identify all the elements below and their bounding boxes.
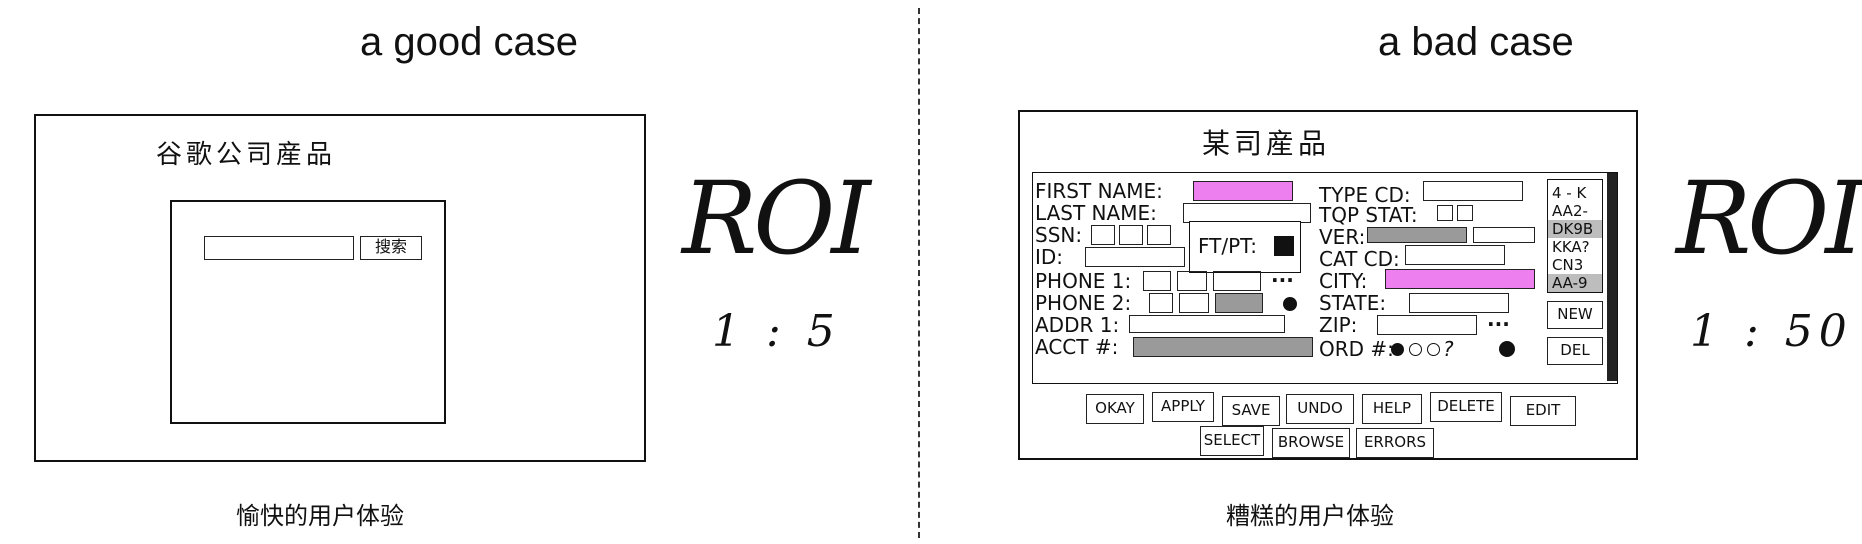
phone2-field-3[interactable] bbox=[1215, 293, 1263, 313]
phone1-field-3[interactable] bbox=[1213, 271, 1261, 291]
id-label: ID: bbox=[1035, 245, 1064, 269]
ftpt-popup: FT/PT: bbox=[1189, 221, 1301, 273]
list-item[interactable]: DK9B bbox=[1548, 220, 1602, 238]
good-app-title: 谷歌公司産品 bbox=[156, 140, 337, 170]
select-button[interactable]: SELECT bbox=[1200, 426, 1264, 456]
ord-radio-2[interactable] bbox=[1409, 343, 1422, 356]
bad-app-title: 某司産品 bbox=[1202, 127, 1331, 160]
list-item[interactable]: AA2- bbox=[1552, 202, 1588, 220]
edit-button[interactable]: EDIT bbox=[1510, 396, 1576, 426]
code-listbox[interactable]: 4 - K AA2- DK9B KKA? CN3 AA-9 bbox=[1547, 179, 1603, 293]
acct-label: ACCT #: bbox=[1035, 335, 1119, 359]
zip-field[interactable] bbox=[1377, 315, 1477, 335]
phone1-field-2[interactable] bbox=[1177, 271, 1207, 291]
id-field[interactable] bbox=[1085, 247, 1185, 267]
ver-label: VER: bbox=[1319, 225, 1366, 249]
form-panel: FIRST NAME: LAST NAME: SSN: ID: FT/PT: P… bbox=[1032, 172, 1618, 384]
bad-case-window: 某司産品 FIRST NAME: LAST NAME: SSN: ID: FT/… bbox=[1018, 110, 1638, 460]
good-roi-label: ROI bbox=[682, 160, 871, 277]
ssn-field-2[interactable] bbox=[1119, 225, 1143, 245]
search-panel: 搜索 bbox=[170, 200, 446, 424]
delete-button[interactable]: DELETE bbox=[1430, 392, 1502, 422]
search-input[interactable] bbox=[204, 236, 354, 260]
phone1-field-1[interactable] bbox=[1143, 271, 1171, 291]
zip-label: ZIP: bbox=[1319, 313, 1358, 337]
phone2-field-2[interactable] bbox=[1179, 293, 1209, 313]
phone1-label: PHONE 1: bbox=[1035, 269, 1132, 293]
ver-field-2[interactable] bbox=[1473, 227, 1535, 243]
ord-radio-4[interactable] bbox=[1499, 341, 1515, 357]
state-field[interactable] bbox=[1409, 293, 1509, 313]
cat-cd-field[interactable] bbox=[1405, 245, 1505, 265]
ellipsis-1: ... bbox=[1271, 263, 1294, 287]
ftpt-label: FT/PT: bbox=[1198, 234, 1257, 258]
tqp-stat-box-2[interactable] bbox=[1457, 205, 1473, 221]
help-button[interactable]: HELP bbox=[1362, 394, 1422, 424]
vertical-scrollbar[interactable] bbox=[1607, 173, 1617, 381]
first-name-field[interactable] bbox=[1193, 181, 1293, 201]
acct-field[interactable] bbox=[1133, 337, 1313, 357]
ord-label: ORD #: bbox=[1319, 337, 1394, 361]
list-item[interactable]: KKA? bbox=[1552, 238, 1590, 256]
bad-caption: 糟糕的用户体验 bbox=[1226, 502, 1394, 530]
undo-button[interactable]: UNDO bbox=[1286, 394, 1354, 424]
ssn-field-3[interactable] bbox=[1147, 225, 1171, 245]
ord-radio-1[interactable] bbox=[1391, 343, 1404, 356]
first-name-label: FIRST NAME: bbox=[1035, 179, 1163, 203]
list-item[interactable]: CN3 bbox=[1552, 256, 1584, 274]
del-button[interactable]: DEL bbox=[1547, 337, 1603, 365]
new-button[interactable]: NEW bbox=[1547, 301, 1603, 329]
ord-radio-3[interactable] bbox=[1427, 343, 1440, 356]
last-name-field[interactable] bbox=[1183, 203, 1311, 223]
save-button[interactable]: SAVE bbox=[1222, 396, 1280, 426]
good-roi-ratio: 1 : 5 bbox=[712, 306, 841, 357]
good-case-window: 谷歌公司産品 搜索 bbox=[34, 114, 646, 462]
tqp-stat-box-1[interactable] bbox=[1437, 205, 1453, 221]
cat-cd-label: CAT CD: bbox=[1319, 247, 1400, 271]
search-button[interactable]: 搜索 bbox=[360, 236, 422, 260]
good-case-heading: a good case bbox=[360, 20, 578, 64]
state-label: STATE: bbox=[1319, 291, 1387, 315]
list-item[interactable]: 4 - K bbox=[1552, 184, 1587, 202]
phone2-field-1[interactable] bbox=[1149, 293, 1173, 313]
ftpt-checkbox[interactable] bbox=[1274, 236, 1294, 256]
phone2-label: PHONE 2: bbox=[1035, 291, 1132, 315]
bad-case-heading: a bad case bbox=[1378, 20, 1574, 64]
ssn-label: SSN: bbox=[1035, 223, 1083, 247]
ord-question: ? bbox=[1443, 337, 1454, 361]
list-item[interactable]: AA-9 bbox=[1548, 274, 1602, 292]
ssn-field-1[interactable] bbox=[1091, 225, 1115, 245]
addr1-label: ADDR 1: bbox=[1035, 313, 1120, 337]
okay-button[interactable]: OKAY bbox=[1086, 394, 1144, 424]
good-caption: 愉快的用户体验 bbox=[236, 502, 404, 530]
ver-field[interactable] bbox=[1367, 227, 1467, 243]
ellipsis-2: ... bbox=[1487, 307, 1510, 331]
city-label: CITY: bbox=[1319, 269, 1368, 293]
errors-button[interactable]: ERRORS bbox=[1356, 428, 1434, 458]
tqp-stat-label: TQP STAT: bbox=[1319, 203, 1418, 227]
type-cd-field[interactable] bbox=[1423, 181, 1523, 201]
addr1-field[interactable] bbox=[1129, 315, 1285, 333]
browse-button[interactable]: BROWSE bbox=[1272, 428, 1350, 458]
apply-button[interactable]: APPLY bbox=[1152, 392, 1214, 422]
type-cd-label: TYPE CD: bbox=[1319, 183, 1411, 207]
phone2-radio[interactable] bbox=[1283, 297, 1297, 311]
bad-roi-ratio: 1 : 50 bbox=[1690, 306, 1853, 357]
city-field[interactable] bbox=[1385, 269, 1535, 289]
last-name-label: LAST NAME: bbox=[1035, 201, 1157, 225]
bad-roi-label: ROI bbox=[1676, 160, 1862, 277]
center-divider bbox=[918, 8, 920, 538]
